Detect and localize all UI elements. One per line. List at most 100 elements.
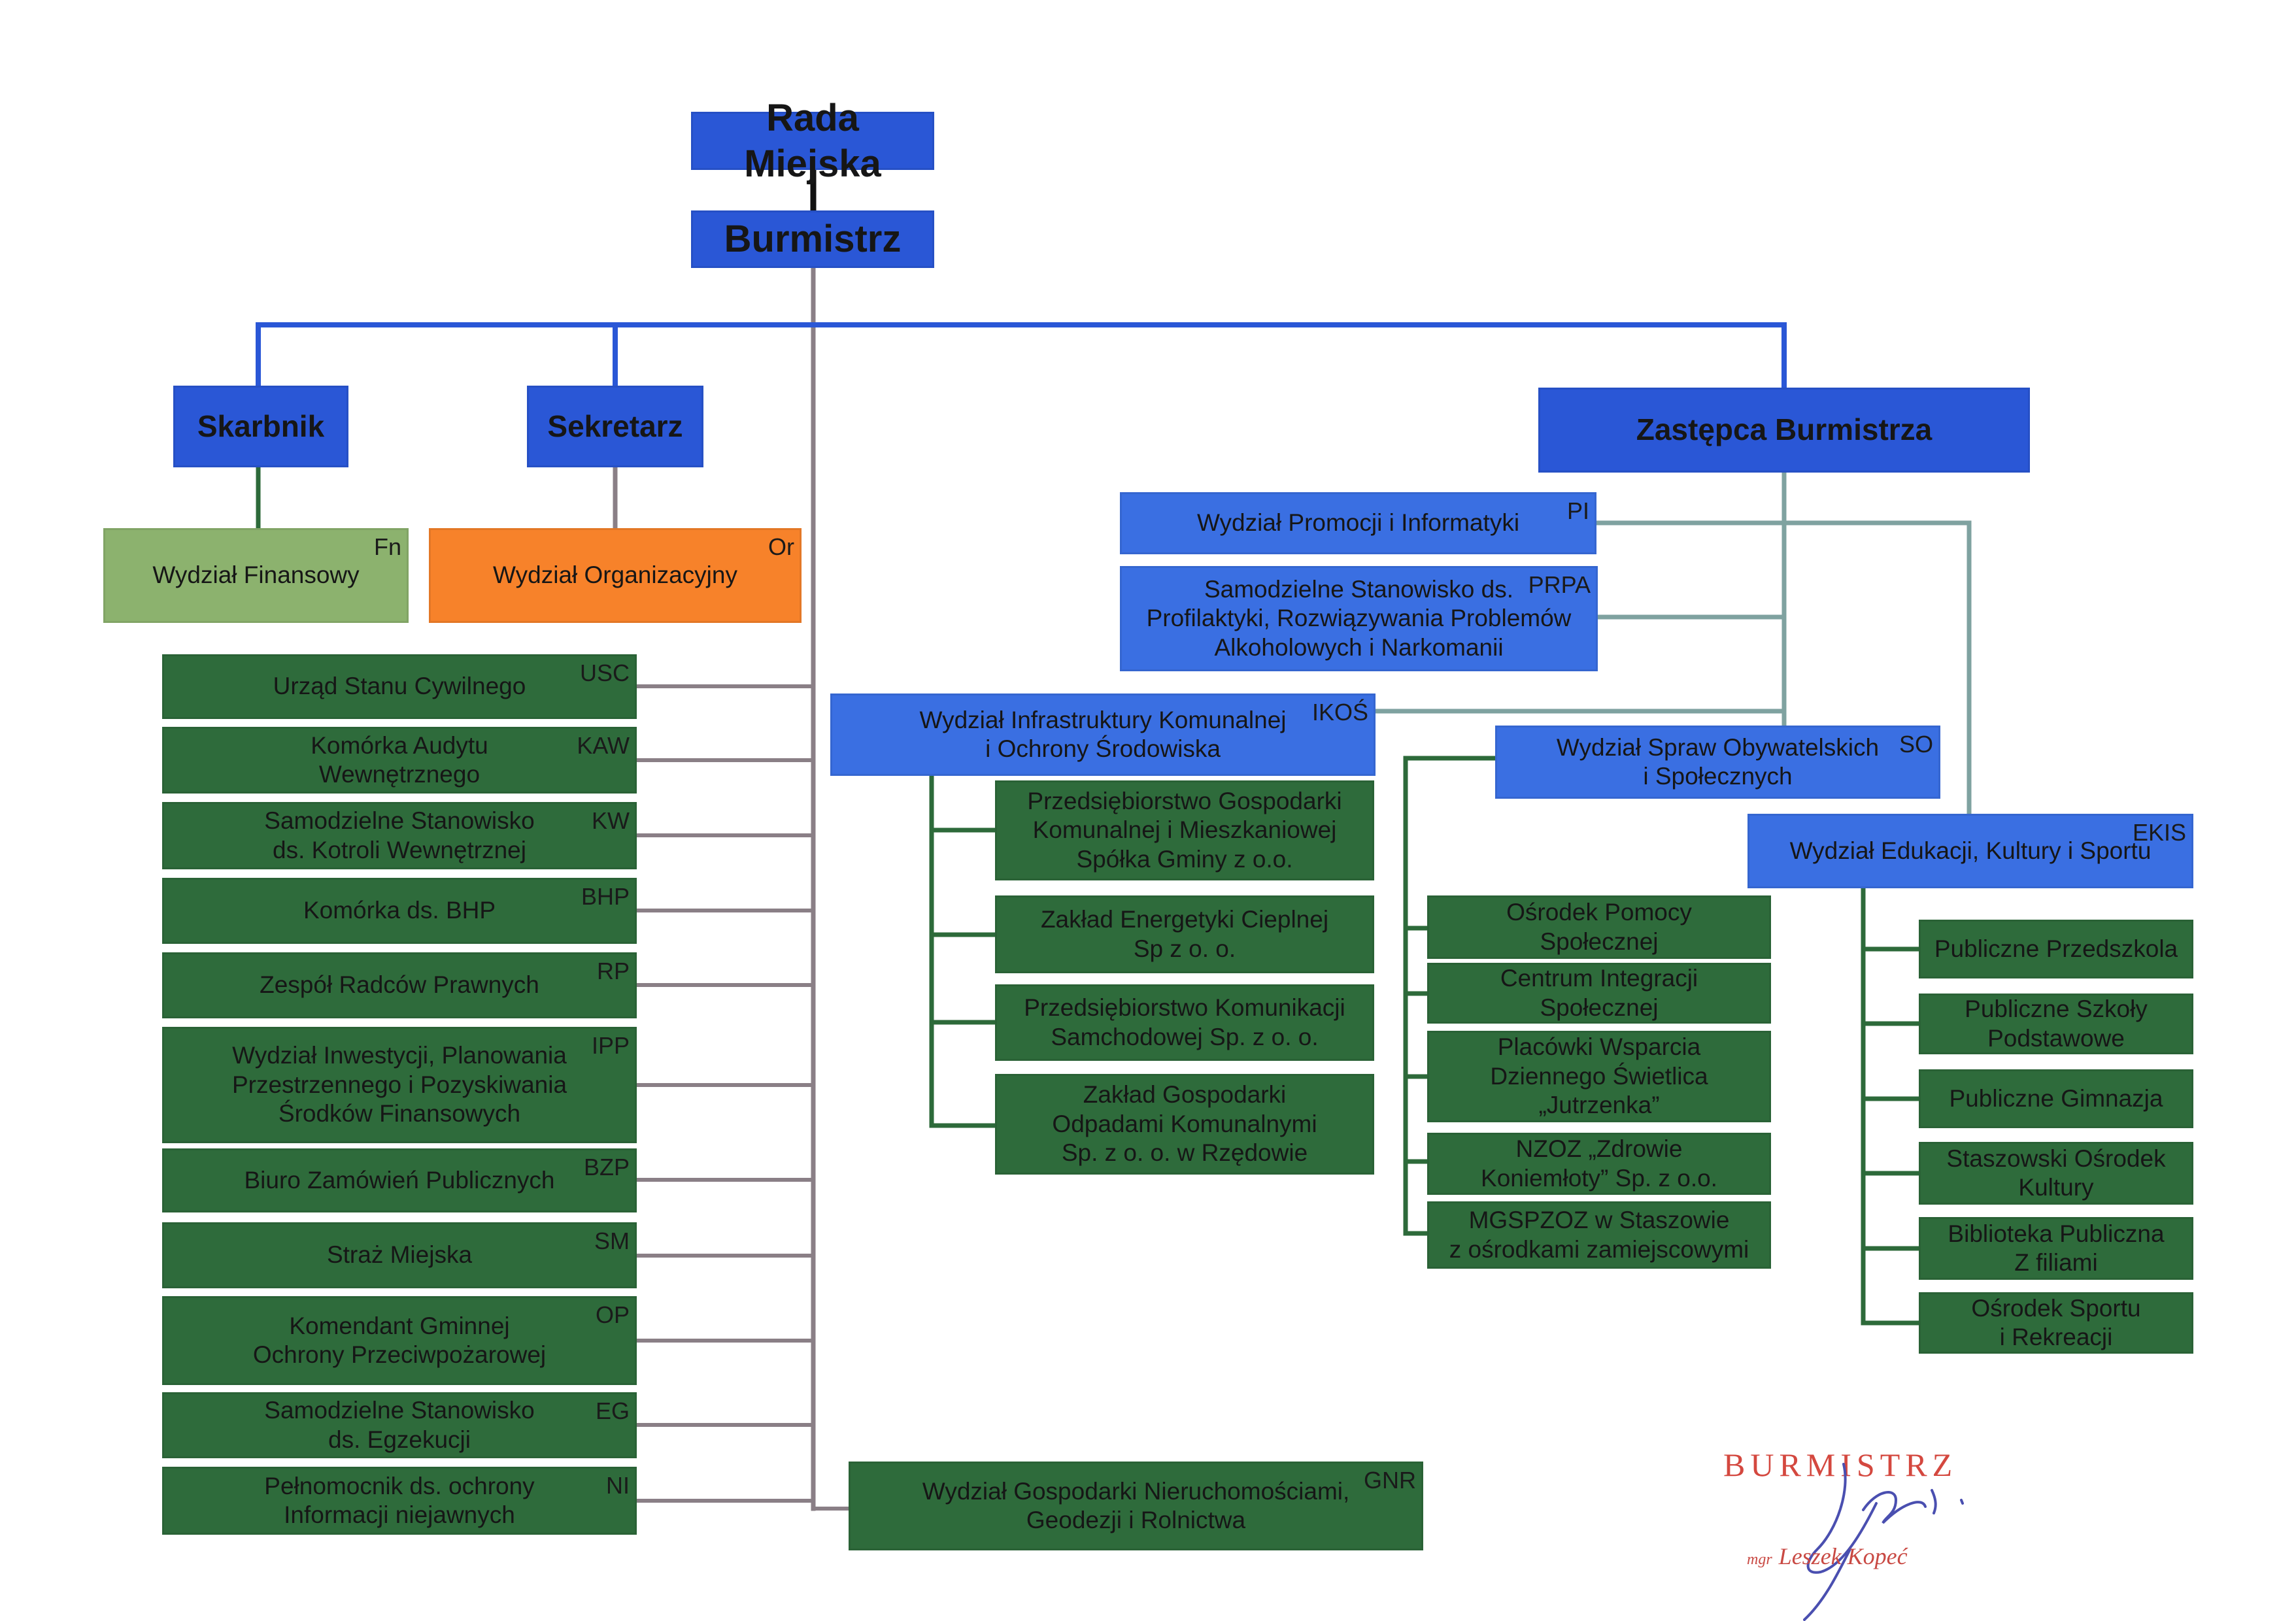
unit-ekis-code: EKIS — [2132, 819, 2186, 846]
so-unit-cis: Centrum Integracji Społecznej — [1427, 963, 1771, 1024]
so-unit-ops: Ośrodek Pomocy Społecznej — [1427, 895, 1771, 959]
unit-rp: Zespół Radców Prawnych RP — [162, 952, 637, 1018]
unit-prpa: Samodzielne Stanowisko ds. Profilaktyki,… — [1120, 566, 1598, 671]
unit-usc-label: Urząd Stanu Cywilnego — [273, 673, 526, 700]
wydzial-organizacyjny-box: Wydział Organizacyjny Or — [429, 528, 802, 623]
unit-bhp: Komórka ds. BHP BHP — [162, 878, 637, 944]
unit-ipp-label: Wydział Inwestycji, Planowania Przestrze… — [231, 1042, 567, 1128]
ekis-unit-osir: Ośrodek Sportu i Rekreacji — [1919, 1292, 2193, 1354]
unit-kw: Samodzielne Stanowisko ds. Kotroli Wewnę… — [162, 802, 637, 869]
unit-kaw-label: Komórka Audytu Wewnętrznego — [311, 731, 488, 788]
unit-sm: Straż Miejska SM — [162, 1222, 637, 1288]
unit-sm-code: SM — [594, 1228, 630, 1254]
unit-eg-label: Samodzielne Stanowisko ds. Egzekucji — [264, 1397, 535, 1453]
ikos-unit-zec: Zakład Energetyki Cieplnej Sp z o. o. — [995, 895, 1374, 973]
wydzial-finansowy-label: Wydział Finansowy — [152, 561, 360, 589]
unit-pi: Wydział Promocji i Informatyki PI — [1120, 492, 1596, 554]
unit-sm-label: Straż Miejska — [326, 1241, 473, 1269]
unit-op-code: OP — [595, 1301, 630, 1328]
unit-gnr-code: GNR — [1364, 1467, 1416, 1494]
wydzial-organizacyjny-label: Wydział Organizacyjny — [493, 561, 737, 589]
ekis-unit-przedszkola: Publiczne Przedszkola — [1919, 920, 2193, 978]
unit-ikos-label: Wydział Infrastruktury Komunalnej i Ochr… — [919, 706, 1287, 762]
ikos-unit-pgkim: Przedsiębiorstwo Gospodarki Komunalnej i… — [995, 780, 1374, 880]
unit-kw-code: KW — [592, 807, 630, 834]
zastepca-burmistrza-label: Zastępca Burmistrza — [1636, 412, 1933, 447]
unit-prpa-label: Samodzielne Stanowisko ds. Profilaktyki,… — [1146, 575, 1572, 661]
unit-ipp: Wydział Inwestycji, Planowania Przestrze… — [162, 1027, 637, 1143]
so-unit-nzoz: NZOZ „Zdrowie Koniemłoty” Sp. z o.o. — [1427, 1133, 1771, 1195]
wydzial-finansowy-box: Wydział Finansowy Fn — [103, 528, 409, 623]
unit-bzp: Biuro Zamówień Publicznych BZP — [162, 1148, 637, 1212]
sekretarz-box: Sekretarz — [527, 386, 703, 467]
so-unit-ops-label: Ośrodek Pomocy Społecznej — [1506, 899, 1692, 955]
signature-title: BURMISTRZ — [1723, 1446, 1958, 1483]
skarbnik-box: Skarbnik — [173, 386, 348, 467]
unit-so-code: SO — [1899, 731, 1933, 758]
unit-kaw-code: KAW — [577, 732, 630, 759]
ekis-unit-szkoly-label: Publiczne Szkoły Podstawowe — [1965, 995, 2148, 1052]
ekis-unit-gimnazja-label: Publiczne Gimnazja — [1949, 1084, 2163, 1112]
zastepca-burmistrza-box: Zastępca Burmistrza — [1538, 388, 2030, 473]
signature-prefix: mgr — [1747, 1551, 1772, 1568]
unit-kw-label: Samodzielne Stanowisko ds. Kotroli Wewnę… — [264, 807, 535, 863]
unit-ikos: Wydział Infrastruktury Komunalnej i Ochr… — [830, 694, 1376, 776]
unit-bzp-code: BZP — [583, 1154, 630, 1180]
unit-rp-code: RP — [596, 958, 630, 984]
unit-ikos-code: IKOŚ — [1311, 699, 1368, 726]
unit-bhp-code: BHP — [581, 883, 630, 910]
ikos-unit-zgok: Zakład Gospodarki Odpadami Komunalnymi S… — [995, 1074, 1374, 1175]
ekis-unit-gimnazja: Publiczne Gimnazja — [1919, 1069, 2193, 1128]
ikos-unit-pks-label: Przedsiębiorstwo Komunikacji Samchodowej… — [1024, 994, 1345, 1050]
unit-ni-code: NI — [606, 1472, 630, 1499]
ikos-unit-pks: Przedsiębiorstwo Komunikacji Samchodowej… — [995, 984, 1374, 1061]
burmistrz-box: Burmistrz — [691, 210, 934, 268]
so-unit-mgspzoz: MGSPZOZ w Staszowie z ośrodkami zamiejsc… — [1427, 1201, 1771, 1269]
unit-so-label: Wydział Spraw Obywatelskich i Społecznyc… — [1556, 733, 1880, 790]
ekis-unit-sok-label: Staszowski Ośrodek Kultury — [1946, 1145, 2166, 1201]
unit-ekis: Wydział Edukacji, Kultury i Sportu EKIS — [1747, 814, 2193, 888]
rada-miejska-label: Rada Miejska — [744, 96, 881, 185]
unit-ekis-label: Wydział Edukacji, Kultury i Sportu — [1789, 837, 2152, 864]
ekis-unit-biblioteka-label: Biblioteka Publiczna Z filiami — [1948, 1220, 2165, 1276]
wydzial-organizacyjny-code: Or — [768, 533, 794, 560]
so-unit-cis-label: Centrum Integracji Społecznej — [1500, 965, 1698, 1021]
handwritten-signature — [1803, 1463, 1964, 1621]
unit-eg: Samodzielne Stanowisko ds. Egzekucji EG — [162, 1392, 637, 1458]
unit-eg-code: EG — [595, 1397, 630, 1424]
unit-gnr-label: Wydział Gospodarki Nieruchomościami, Geo… — [922, 1477, 1350, 1533]
ikos-unit-pgkim-label: Przedsiębiorstwo Gospodarki Komunalnej i… — [1027, 787, 1342, 873]
unit-prpa-code: PRPA — [1528, 571, 1591, 598]
unit-usc: Urząd Stanu Cywilnego USC — [162, 654, 637, 719]
so-unit-swietlica: Placówki Wsparcia Dziennego Świetlica „J… — [1427, 1031, 1771, 1122]
skarbnik-label: Skarbnik — [197, 409, 325, 443]
line-deputies-bar — [256, 322, 1787, 390]
unit-pi-code: PI — [1566, 497, 1589, 524]
wydzial-finansowy-code: Fn — [373, 533, 401, 560]
unit-gnr: Wydział Gospodarki Nieruchomościami, Geo… — [849, 1462, 1423, 1550]
ekis-unit-osir-label: Ośrodek Sportu i Rekreacji — [1971, 1294, 2141, 1350]
ekis-unit-biblioteka: Biblioteka Publiczna Z filiami — [1919, 1217, 2193, 1280]
unit-op-label: Komendant Gminnej Ochrony Przeciwpożarow… — [252, 1312, 547, 1368]
unit-usc-code: USC — [579, 660, 630, 686]
ikos-unit-zgok-label: Zakład Gospodarki Odpadami Komunalnymi S… — [1052, 1081, 1317, 1167]
unit-op: Komendant Gminnej Ochrony Przeciwpożarow… — [162, 1296, 637, 1385]
sekretarz-label: Sekretarz — [547, 409, 683, 443]
unit-kaw: Komórka Audytu Wewnętrznego KAW — [162, 727, 637, 794]
so-unit-mgspzoz-label: MGSPZOZ w Staszowie z ośrodkami zamiejsc… — [1449, 1207, 1749, 1263]
rada-miejska-box: Rada Miejska — [691, 97, 934, 185]
signature-name: Leszek Kopeć — [1778, 1543, 1908, 1569]
unit-bhp-label: Komórka ds. BHP — [303, 897, 496, 924]
unit-bzp-label: Biuro Zamówień Publicznych — [244, 1166, 555, 1194]
so-unit-nzoz-label: NZOZ „Zdrowie Koniemłoty” Sp. z o.o. — [1481, 1135, 1717, 1192]
line-pi-ekis — [1594, 520, 1972, 816]
ekis-unit-sok: Staszowski Ośrodek Kultury — [1919, 1142, 2193, 1205]
unit-pi-label: Wydział Promocji i Informatyki — [1196, 509, 1520, 537]
unit-ipp-code: IPP — [591, 1032, 630, 1059]
burmistrz-label: Burmistrz — [724, 218, 902, 261]
unit-so: Wydział Spraw Obywatelskich i Społecznyc… — [1495, 726, 1940, 799]
ekis-unit-przedszkola-label: Publiczne Przedszkola — [1934, 935, 2178, 962]
so-unit-swietlica-label: Placówki Wsparcia Dziennego Świetlica „J… — [1490, 1033, 1708, 1119]
unit-ni: Pełnomocnik ds. ochrony Informacji nieja… — [162, 1467, 637, 1535]
